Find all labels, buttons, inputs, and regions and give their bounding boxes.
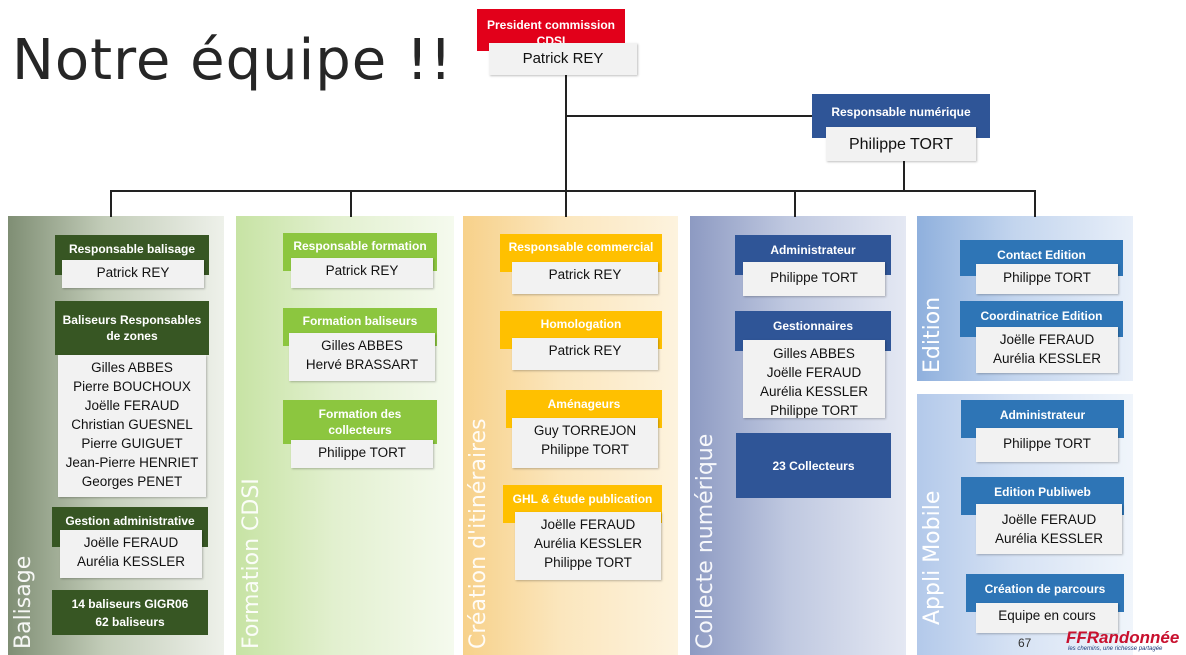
- column-label-creation: Création d'itinéraires: [466, 418, 491, 649]
- column-label-balisage: Balisage: [11, 555, 36, 649]
- balisage-zones-names: Gilles ABBES Pierre BOUCHOUX Joëlle FERA…: [58, 355, 206, 497]
- logo-tagline: les chemins, une richesse partagée: [1068, 646, 1163, 652]
- page-number: 67: [1018, 636, 1032, 650]
- numerique-name: Philippe TORT: [826, 127, 976, 161]
- column-label-appli: Appli Mobile: [920, 490, 945, 625]
- balisage-zones-role: Baliseurs Responsables de zones: [55, 301, 209, 355]
- collecte-collecteurs: 23 Collecteurs: [736, 433, 891, 498]
- connector-to-numerique: [565, 115, 823, 117]
- appli-parcours-names: Equipe en cours: [976, 603, 1118, 633]
- column-label-formation: Formation CDSI: [239, 478, 264, 649]
- edition-coord-names: Joëlle FERAUD Aurélia KESSLER: [976, 327, 1118, 373]
- connector-horizontal: [110, 190, 1035, 192]
- balisage-resp-names: Patrick REY: [62, 260, 204, 288]
- creation-commercial-names: Patrick REY: [512, 262, 658, 294]
- connector-trunk: [565, 75, 567, 191]
- appli-publiweb-names: Joëlle FERAUD Aurélia KESSLER: [976, 504, 1122, 554]
- balisage-count: 14 baliseurs GIGR06 62 baliseurs: [52, 590, 208, 635]
- appli-admin-names: Philippe TORT: [976, 428, 1118, 462]
- collecte-gest-names: Gilles ABBES Joëlle FERAUD Aurélia KESSL…: [743, 340, 885, 418]
- edition-contact-names: Philippe TORT: [976, 264, 1118, 294]
- connector-numerique-down: [903, 160, 905, 191]
- creation-amenageurs-names: Guy TORREJON Philippe TORT: [512, 418, 658, 468]
- balisage-admin-names: Joëlle FERAUD Aurélia KESSLER: [60, 530, 202, 578]
- formation-resp-names: Patrick REY: [291, 258, 433, 288]
- collecte-admin-names: Philippe TORT: [743, 262, 885, 296]
- president-name: Patrick REY: [489, 43, 637, 75]
- column-label-collecte: Collecte numérique: [693, 433, 718, 649]
- creation-homologation-names: Patrick REY: [512, 338, 658, 370]
- formation-collecteurs-role: Formation des collecteurs: [283, 400, 437, 444]
- column-label-edition: Edition: [920, 296, 945, 373]
- formation-baliseurs-names: Gilles ABBES Hervé BRASSART: [289, 333, 435, 381]
- ffrandonnee-logo: FFRandonnée: [1066, 628, 1180, 647]
- creation-ghl-names: Joëlle FERAUD Aurélia KESSLER Philippe T…: [515, 512, 661, 580]
- page-title: Notre équipe !!: [12, 28, 453, 93]
- formation-collecteurs-names: Philippe TORT: [291, 440, 433, 468]
